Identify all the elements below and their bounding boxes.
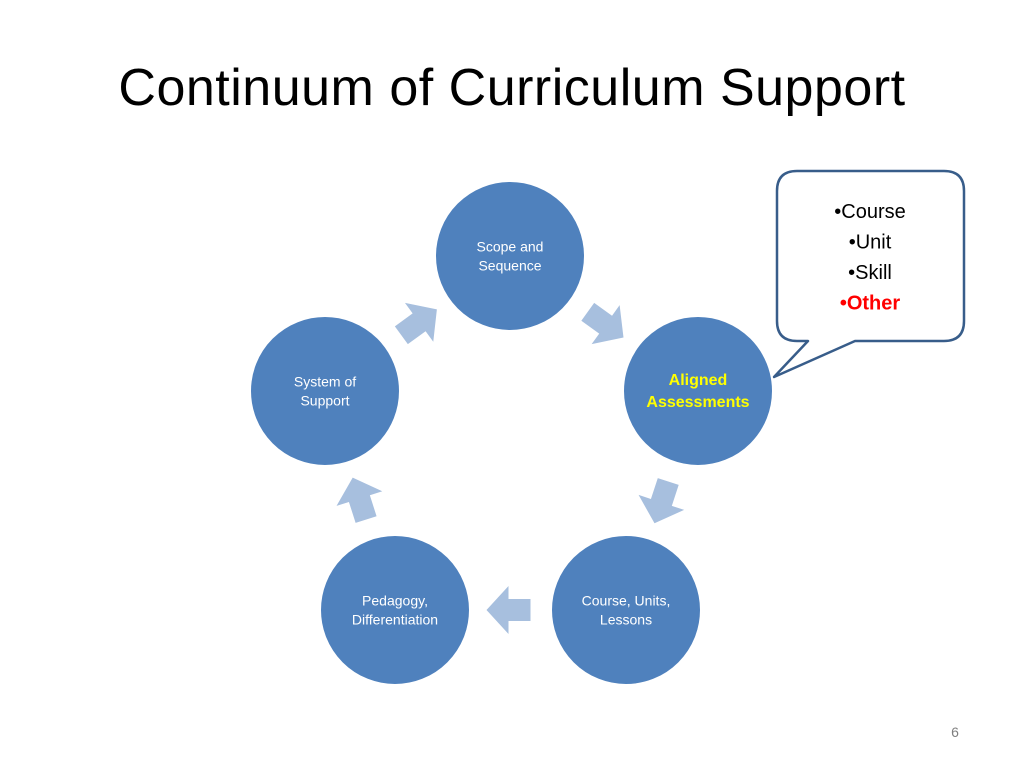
cycle-node-label-line: Sequence <box>478 258 541 274</box>
callout-list: •Course •Unit •Skill •Other <box>834 201 905 315</box>
cycle-node-circle <box>550 534 702 686</box>
cycle-node-circle <box>319 534 471 686</box>
cycle-node-label: Pedagogy, Differentiation <box>352 593 438 628</box>
cycle-node-label: Course, Units, Lessons <box>582 593 671 628</box>
cycle-node: Pedagogy, Differentiation <box>319 534 471 686</box>
cycle-node-label-line: Scope and <box>477 239 544 255</box>
cycle-node: System of Support <box>249 315 401 467</box>
cycle-node-circle <box>622 315 774 467</box>
cycle-node-circle <box>249 315 401 467</box>
cycle-node-label-line: Assessments <box>646 394 749 411</box>
cycle-node-label-line: Course, Units, <box>582 593 671 609</box>
callout-list-item: •Course <box>834 201 905 223</box>
callout: •Course •Unit •Skill •Other <box>772 169 966 379</box>
slide-number: 6 <box>951 724 959 740</box>
callout-list-item: •Other <box>840 293 901 315</box>
cycle-arrows <box>336 302 685 634</box>
cycle-node-label-line: Differentiation <box>352 612 438 628</box>
cycle-node-label-line: Support <box>300 393 349 409</box>
cycle-arrow <box>581 302 624 345</box>
cycle-node: Course, Units, Lessons <box>550 534 702 686</box>
cycle-node-label-line: System of <box>294 374 356 390</box>
slide-title: Continuum of Curriculum Support <box>118 59 906 117</box>
cycle-node-label-line: Pedagogy, <box>362 593 428 609</box>
cycle-arrow <box>394 302 437 345</box>
cycle-node-label-line: Lessons <box>600 612 652 628</box>
callout-list-item: •Skill <box>848 262 892 284</box>
cycle-node-circle <box>434 180 586 332</box>
cycle-arrow <box>486 586 531 634</box>
cycle-node-label: System of Support <box>294 374 356 409</box>
cycle-node-label-line: Aligned <box>669 372 728 389</box>
callout-list-item: •Unit <box>849 232 892 254</box>
cycle-arrow <box>336 477 383 523</box>
callout-shape <box>772 169 966 379</box>
cycle-arrow <box>638 478 685 524</box>
